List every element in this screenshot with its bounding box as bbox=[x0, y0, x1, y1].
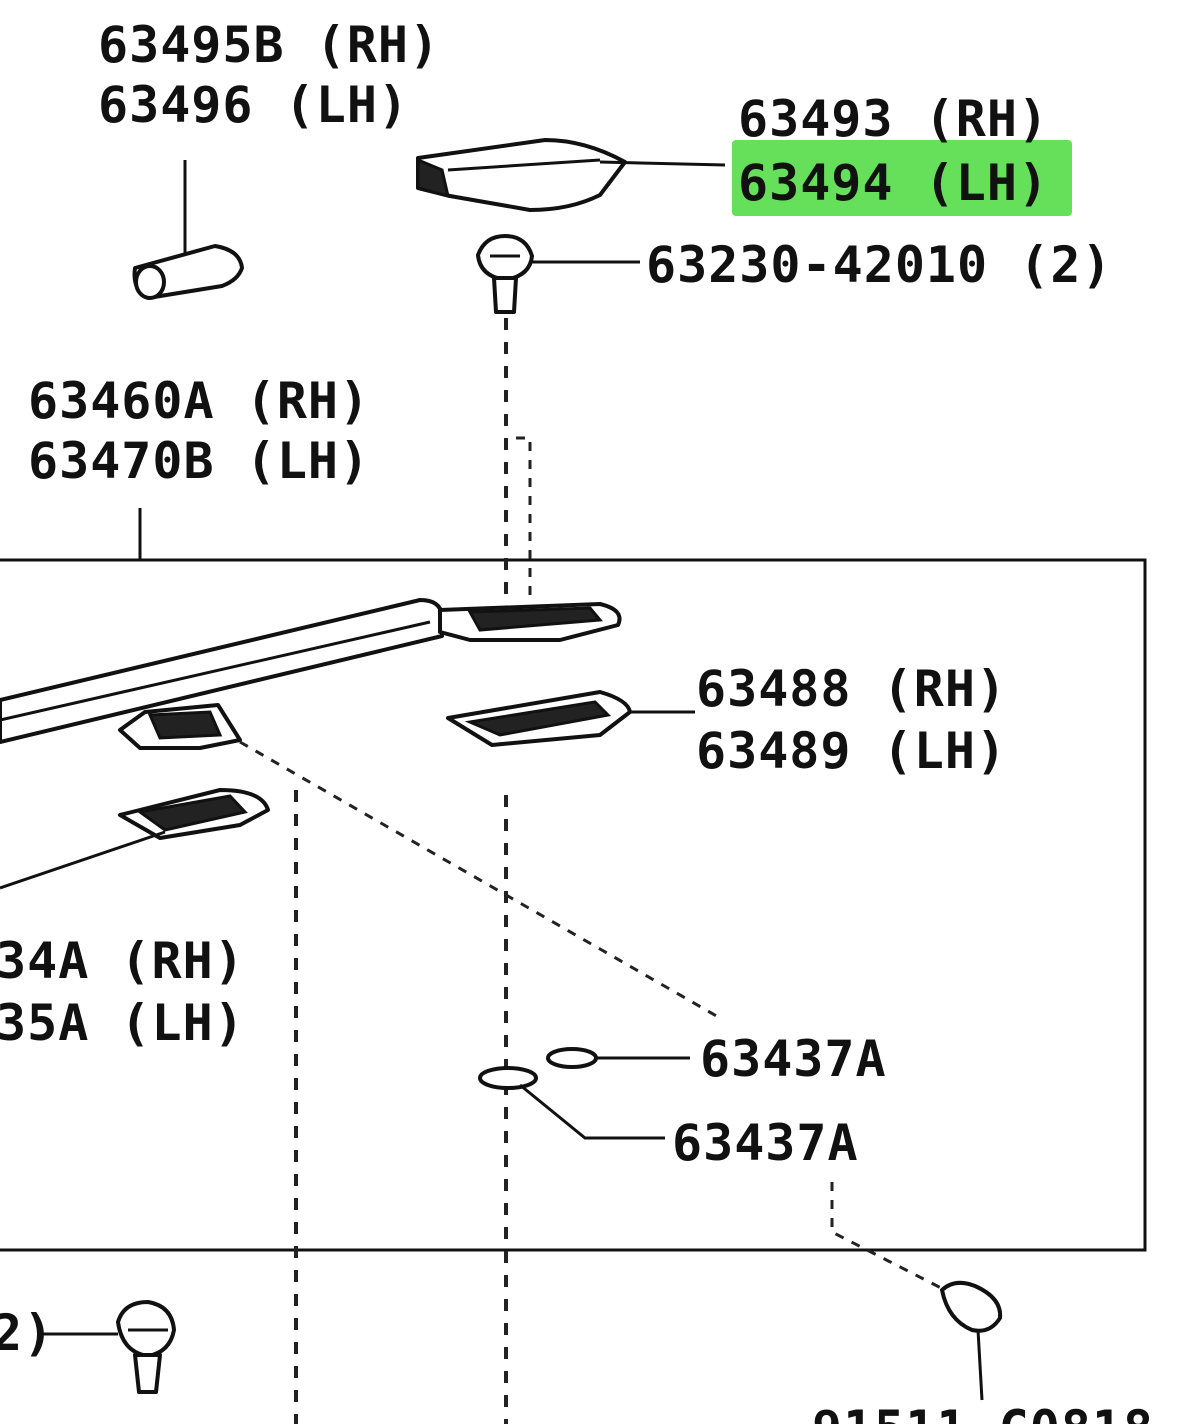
pad-63488 bbox=[446, 690, 632, 747]
label-63494-lh: 63494 (LH) bbox=[738, 154, 1049, 212]
assembly-frame bbox=[0, 558, 1147, 1252]
label-34a-rh: 34A (RH) bbox=[0, 932, 245, 990]
label-63230: 63230-42010 (2) bbox=[646, 236, 1113, 294]
label-63437a-upper: 63437A bbox=[700, 1030, 887, 1088]
label-91511-partial: 91511-C0818 bbox=[812, 1400, 1154, 1424]
label-63495b-rh: 63495B (RH) bbox=[98, 16, 440, 74]
leader-63437a-lower bbox=[519, 1083, 665, 1140]
label-63460a-rh: 63460A (RH) bbox=[28, 372, 370, 430]
leader-34a bbox=[0, 830, 166, 890]
clip-63437a-lower bbox=[478, 1066, 538, 1090]
label-63470b-lh: 63470B (LH) bbox=[28, 432, 370, 490]
label-63496-lh: 63496 (LH) bbox=[98, 76, 409, 134]
bolt-bottom-left bbox=[116, 1300, 176, 1394]
screw-91511 bbox=[940, 1280, 1003, 1401]
end-cap-63495b bbox=[132, 244, 244, 300]
label-63493-rh: 63493 (RH) bbox=[738, 90, 1049, 148]
label-qty2-partial: 2) bbox=[0, 1304, 54, 1362]
label-63489-lh: 63489 (LH) bbox=[696, 722, 1007, 780]
pad-34a bbox=[118, 788, 270, 840]
screw-dash-91511 bbox=[830, 1182, 946, 1292]
clip-63437a-upper bbox=[546, 1047, 598, 1069]
highlight-63494 bbox=[732, 140, 1072, 216]
label-63437a-lower: 63437A bbox=[672, 1114, 859, 1172]
clip-dash-diagonal bbox=[239, 740, 721, 1020]
rail-cover-63494 bbox=[416, 138, 627, 212]
label-35a-lh: 35A (LH) bbox=[0, 994, 245, 1052]
leader-63494 bbox=[599, 160, 726, 167]
roof-rail-63460a bbox=[0, 598, 622, 750]
bracket-dash bbox=[516, 436, 532, 600]
bolt-63230 bbox=[476, 234, 534, 314]
label-63488-rh: 63488 (RH) bbox=[696, 660, 1007, 718]
